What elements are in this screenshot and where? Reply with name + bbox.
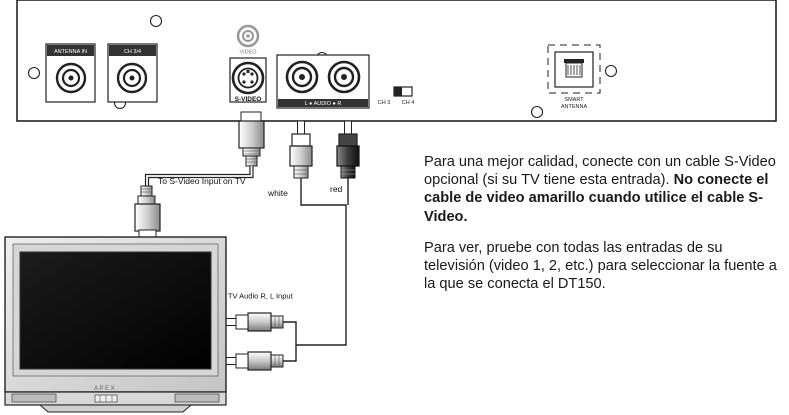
- tv-brand-logo: APEX: [94, 386, 116, 392]
- smart-label: SMART: [564, 97, 584, 103]
- television: [4, 236, 227, 413]
- audio-label: L ● AUDIO ● R: [305, 101, 342, 107]
- s-video-jack: [229, 57, 267, 103]
- instruction-text: Para una mejor calidad, conecte con un c…: [424, 154, 776, 189]
- receiver-back-panel: ANTENNA IN CH 3/4 VIDEO S-VI: [16, 0, 777, 122]
- audio-jacks: [276, 54, 370, 109]
- video-label: VIDEO: [239, 50, 257, 56]
- instruction-paragraph-1: Para una mejor calidad, conecte con un c…: [424, 153, 784, 226]
- screw-hole: [530, 105, 544, 119]
- ch4-label: CH 4: [402, 100, 415, 106]
- ch3-label: CH 3: [378, 100, 391, 106]
- antenna-in-connector: [45, 43, 96, 103]
- ch34-label: CH 3/4: [124, 49, 141, 55]
- instruction-warning: No conecte el cable de video amarillo cu…: [424, 172, 769, 225]
- screw-hole: [604, 64, 618, 78]
- instructions-text: Para una mejor calidad, conecte con un c…: [424, 153, 784, 306]
- antenna-in-label: ANTENNA IN: [54, 49, 87, 55]
- antenna-label: ANTENNA: [561, 104, 588, 110]
- white-cable-label: white: [267, 188, 288, 198]
- red-cable-label: red: [330, 184, 343, 194]
- smart-antenna-jack: [547, 44, 601, 94]
- ch34-output-connector: [107, 43, 158, 103]
- s-video-label: S-VIDEO: [235, 96, 262, 103]
- s-video-cable: [134, 111, 265, 240]
- channel-switch[interactable]: [393, 86, 413, 97]
- s-video-cable-label: To S-Video Input on TV: [158, 176, 246, 186]
- instruction-paragraph-2: Para ver, pruebe con todas las entradas …: [424, 239, 777, 293]
- tv-audio-cable-label: To TV Audio R, L Input: [218, 292, 294, 301]
- audio-cables: [223, 120, 360, 371]
- video-jack: [236, 24, 260, 48]
- screw-hole: [149, 14, 163, 28]
- screw-hole: [27, 66, 41, 80]
